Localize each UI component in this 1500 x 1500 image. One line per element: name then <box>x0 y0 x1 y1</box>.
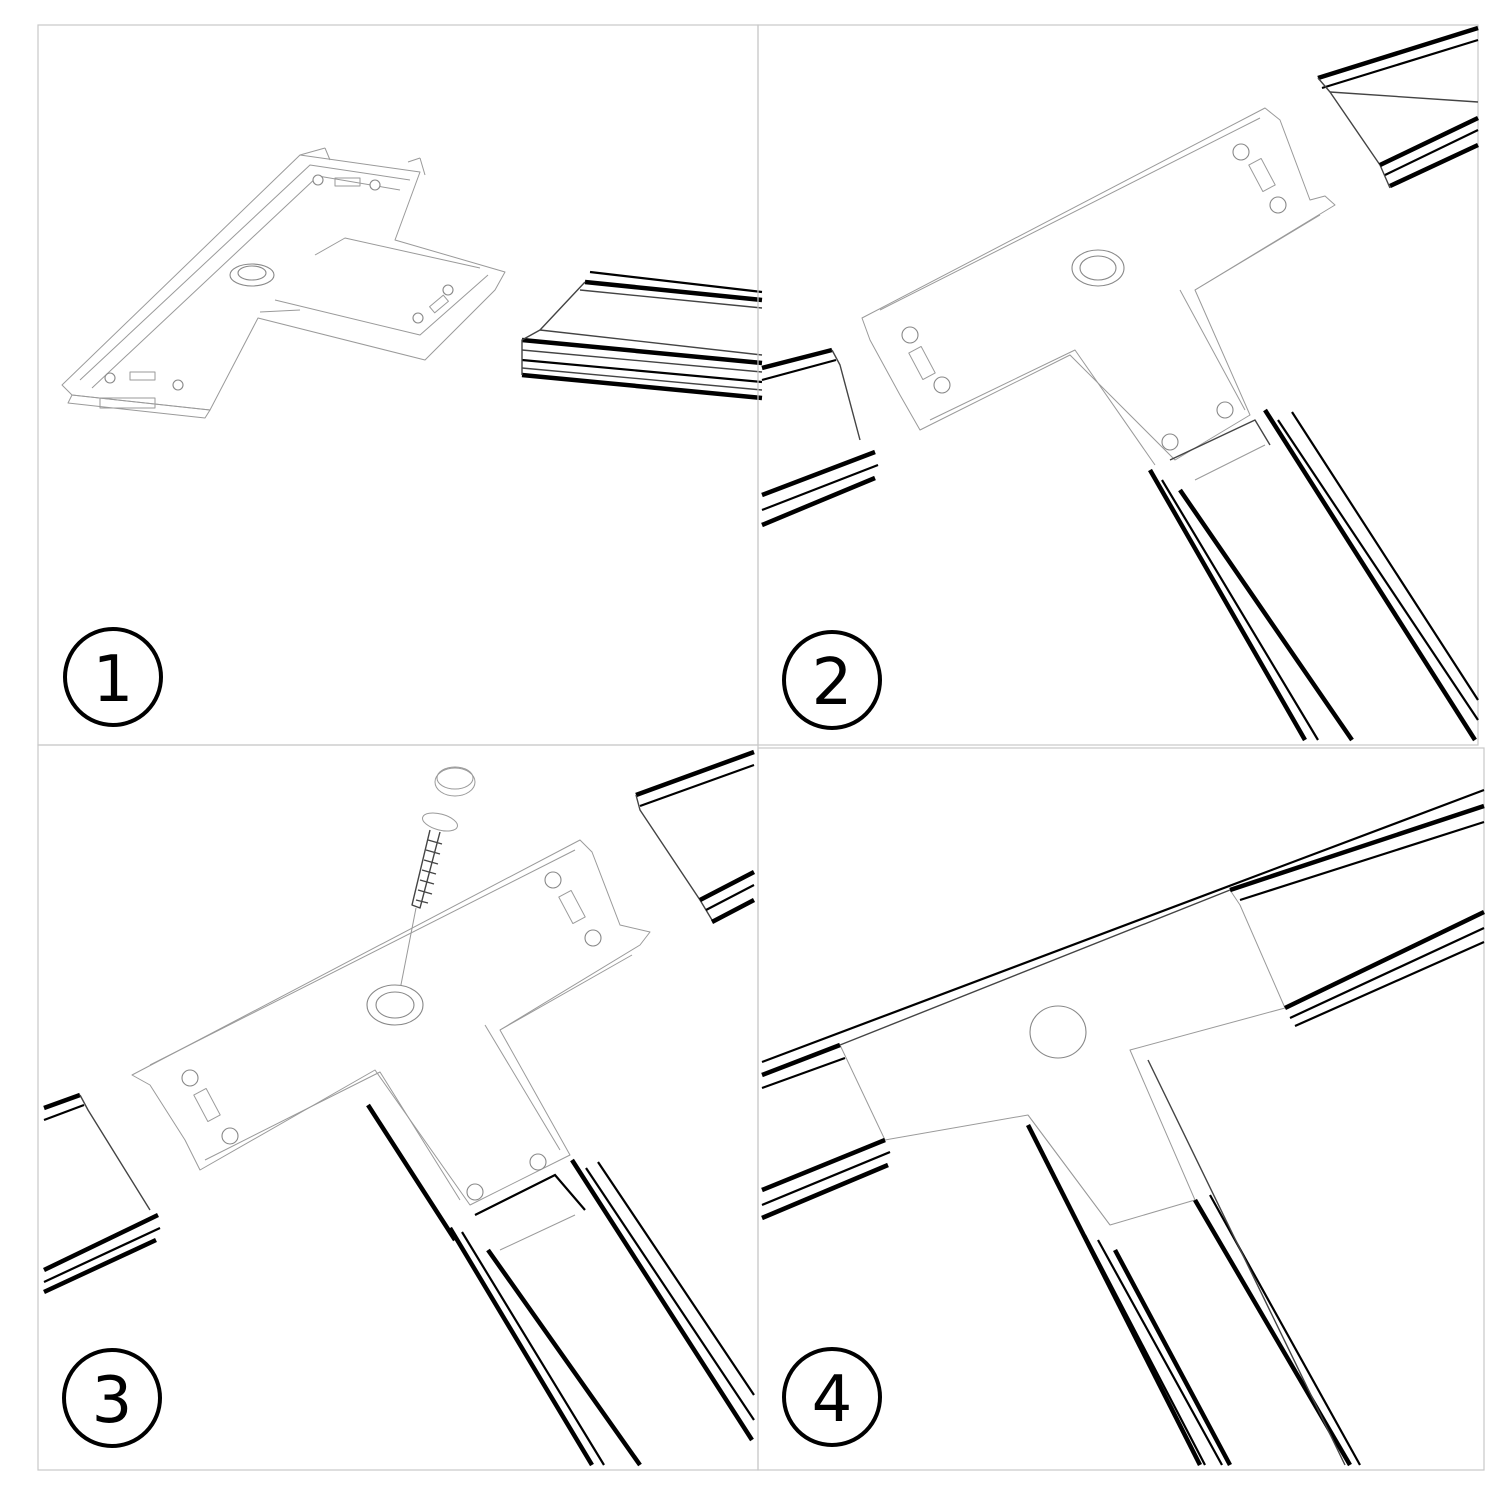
panel-step-2: 2 <box>757 24 1479 746</box>
step-4-badge <box>782 1347 882 1447</box>
panel-step-3: 3 <box>37 744 759 1471</box>
step-1-badge <box>63 627 163 727</box>
step-3-badge <box>62 1348 162 1448</box>
step-4-number: 4 <box>812 1363 853 1437</box>
panel-3-frame <box>37 744 759 1471</box>
step-2-number: 2 <box>812 646 853 720</box>
panel-4-frame <box>757 747 1485 1471</box>
track-rail-part <box>43 1092 161 1295</box>
panel-2-frame <box>757 24 1479 746</box>
track-rail-part <box>366 1103 755 1467</box>
panel-step-4: 4 <box>757 747 1485 1471</box>
t-connector-part <box>61 147 506 419</box>
step-3-number: 3 <box>92 1364 133 1438</box>
screw-part <box>397 812 459 1001</box>
step-2-badge <box>782 630 882 730</box>
track-rail-part <box>761 347 879 528</box>
assembled-t-connector <box>761 788 1485 1467</box>
track-rail-part <box>1317 25 1479 189</box>
step-1-number: 1 <box>93 643 134 717</box>
t-connector-part <box>861 107 1336 466</box>
connector-center-hole <box>1029 1005 1087 1059</box>
cover-cap-part <box>434 766 476 797</box>
track-rail-part <box>635 749 756 924</box>
track-rail-part <box>521 270 763 401</box>
panel-step-1: 1 <box>37 24 763 746</box>
panel-1-frame <box>37 24 759 746</box>
track-rail-part <box>1148 408 1479 742</box>
t-connector-part <box>131 839 651 1206</box>
